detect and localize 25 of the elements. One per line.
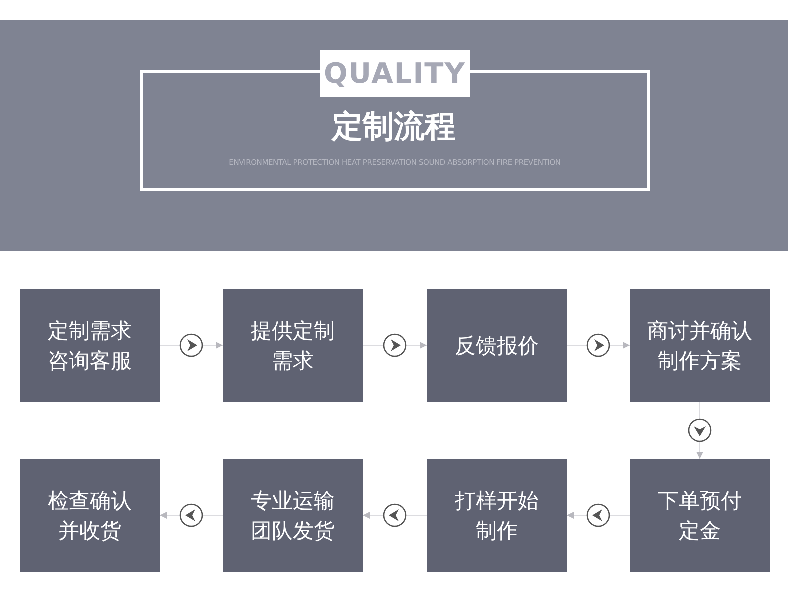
step-text: 商讨并确认制作方案	[646, 318, 754, 374]
header-tag: QUALITY	[320, 50, 470, 97]
process-box	[20, 459, 160, 572]
step-text: 专业运输团队发货	[250, 488, 336, 544]
circled-arrow	[688, 402, 712, 460]
circled-arrow	[362, 334, 428, 358]
step-text: 反馈报价	[455, 332, 539, 360]
process-box	[223, 289, 363, 402]
process-box	[427, 459, 567, 572]
circled-arrow	[160, 504, 224, 528]
process-box	[427, 289, 567, 402]
title: 定制流程	[330, 108, 457, 147]
step-text: 提供定制需求	[250, 318, 336, 374]
step-text: 检查确认并收货	[47, 488, 133, 544]
process-box	[630, 289, 770, 402]
circled-arrow	[566, 334, 630, 358]
step-text: 打样开始制作	[454, 488, 540, 544]
step-text: 定制需求咨询客服	[47, 318, 133, 374]
circled-arrow	[160, 334, 224, 358]
process-box	[630, 459, 770, 572]
process-box	[223, 459, 363, 572]
circled-arrow	[566, 504, 630, 528]
circled-arrow	[362, 504, 428, 528]
process-box	[20, 289, 160, 402]
step-text: 下单预付定金	[657, 488, 743, 544]
